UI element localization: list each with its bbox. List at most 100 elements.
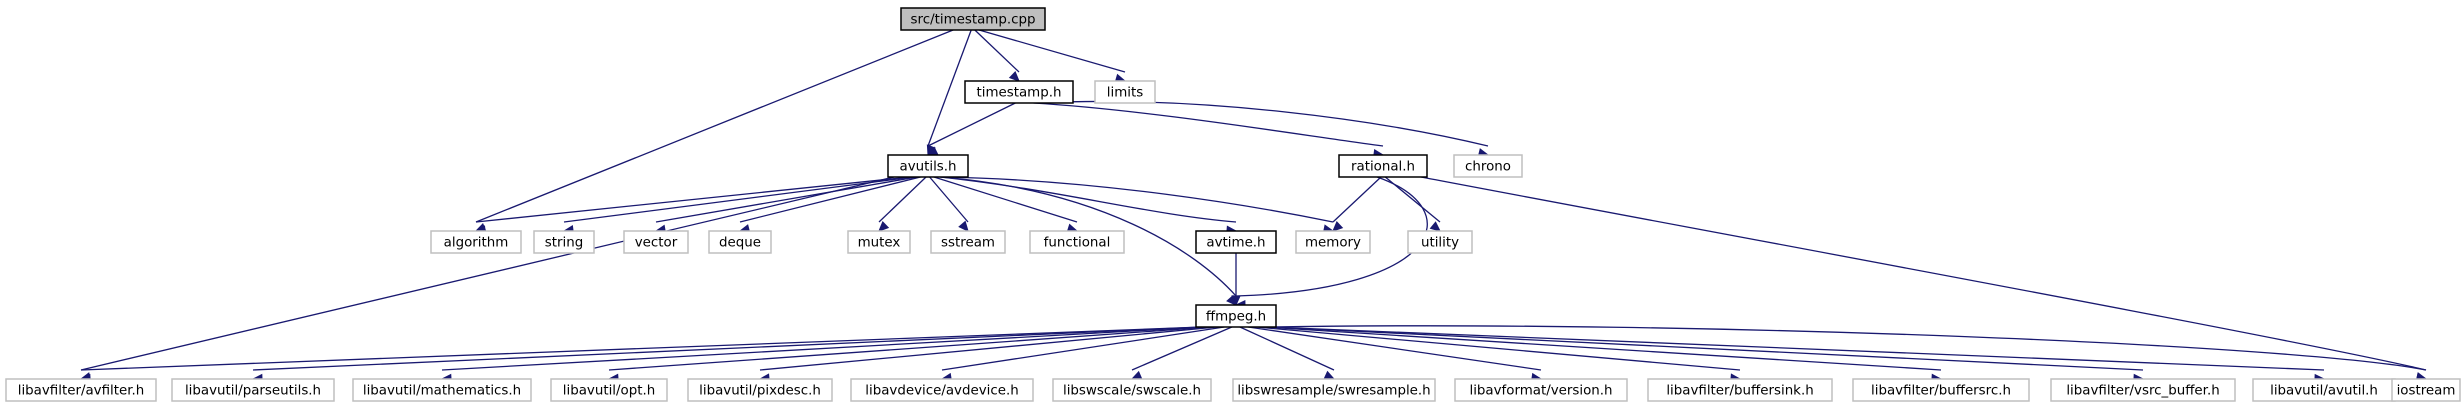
node-box bbox=[171, 378, 335, 402]
edge-ffmpeg-h-to-swresample-h bbox=[1239, 326, 1336, 380]
node-box bbox=[1852, 378, 2030, 402]
node-label: libavutil/opt.h bbox=[563, 384, 655, 399]
node-box bbox=[1647, 378, 1833, 402]
edge-avutils-h-to-mutex bbox=[878, 176, 927, 232]
node-label: rational.h bbox=[1351, 160, 1415, 175]
node-swresample-h: libswresample/swresample.h bbox=[1232, 378, 1436, 402]
node-label: libswresample/swresample.h bbox=[1237, 384, 1430, 399]
node-parseutils-h: libavutil/parseutils.h bbox=[171, 378, 335, 402]
node-limits: limits bbox=[1094, 80, 1156, 104]
node-box bbox=[352, 378, 532, 402]
node-label: libavutil/avutil.h bbox=[2270, 384, 2378, 399]
node-box bbox=[1295, 230, 1371, 254]
node-mutex: mutex bbox=[847, 230, 911, 254]
node-functional: functional bbox=[1029, 230, 1125, 254]
edge-timestamp-cpp-to-algorithm bbox=[474, 29, 954, 232]
node-box bbox=[900, 7, 1046, 31]
node-label: ffmpeg.h bbox=[1206, 310, 1266, 325]
node-label: libswscale/swscale.h bbox=[1063, 384, 1201, 399]
node-vsrc-buffer-h: libavfilter/vsrc_buffer.h bbox=[2050, 378, 2236, 402]
node-label: libavdevice/avdevice.h bbox=[865, 384, 1018, 399]
node-box bbox=[623, 230, 689, 254]
node-label: limits bbox=[1107, 86, 1143, 101]
node-avutil-h: libavutil/avutil.h bbox=[2252, 378, 2396, 402]
nodes-layer: src/timestamp.cpp timestamp.h limits avutil… bbox=[5, 7, 2461, 402]
node-vector: vector bbox=[623, 230, 689, 254]
edge-rational-h-to-memory bbox=[1332, 176, 1382, 232]
node-label: libavfilter/vsrc_buffer.h bbox=[2066, 384, 2219, 399]
node-label: vector bbox=[635, 236, 678, 251]
node-avutils-h[interactable]: avutils.h bbox=[887, 154, 969, 178]
node-box bbox=[1029, 230, 1125, 254]
edge-avtime-h-to-ffmpeg-h bbox=[1231, 253, 1241, 307]
node-box bbox=[850, 378, 1034, 402]
edge-rational-h-to-utility bbox=[1384, 176, 1441, 232]
node-label: libavfilter/avfilter.h bbox=[18, 384, 145, 399]
node-ffmpeg-h[interactable]: ffmpeg.h bbox=[1195, 304, 1277, 328]
node-label: libavutil/parseutils.h bbox=[185, 384, 321, 399]
node-label: deque bbox=[719, 236, 761, 251]
node-box bbox=[887, 154, 969, 178]
node-box bbox=[930, 230, 1006, 254]
node-swscale-h: libswscale/swscale.h bbox=[1052, 378, 1212, 402]
node-buffersink-h: libavfilter/buffersink.h bbox=[1647, 378, 1833, 402]
node-rational-h[interactable]: rational.h bbox=[1338, 154, 1428, 178]
node-box bbox=[1232, 378, 1436, 402]
node-iostream: iostream bbox=[2391, 378, 2461, 402]
node-box bbox=[964, 80, 1074, 104]
node-label: functional bbox=[1044, 236, 1111, 251]
node-label: src/timestamp.cpp bbox=[911, 13, 1036, 28]
edge-timestamp-cpp-to-limits bbox=[978, 29, 1127, 83]
node-opt-h: libavutil/opt.h bbox=[550, 378, 668, 402]
edge-timestamp-cpp-to-timestamp-h bbox=[974, 29, 1020, 82]
node-label: memory bbox=[1305, 236, 1361, 251]
node-box bbox=[847, 230, 911, 254]
node-string: string bbox=[533, 230, 595, 254]
node-avtime-h[interactable]: avtime.h bbox=[1195, 230, 1277, 254]
node-chrono: chrono bbox=[1453, 154, 1523, 178]
node-utility: utility bbox=[1407, 230, 1473, 254]
node-box bbox=[550, 378, 668, 402]
node-timestamp-h[interactable]: timestamp.h bbox=[964, 80, 1074, 104]
node-label: avtime.h bbox=[1206, 236, 1265, 251]
node-box bbox=[1195, 230, 1277, 254]
node-box bbox=[1338, 154, 1428, 178]
edges-layer bbox=[79, 29, 2428, 384]
node-algorithm: algorithm bbox=[430, 230, 522, 254]
node-label: string bbox=[545, 236, 583, 251]
node-box bbox=[1195, 304, 1277, 328]
edge-avutils-h-to-sstream bbox=[929, 176, 969, 232]
edge-ffmpeg-h-to-avfilter-h bbox=[79, 326, 1203, 384]
node-label: chrono bbox=[1465, 160, 1511, 175]
node-buffersrc-h: libavfilter/buffersrc.h bbox=[1852, 378, 2030, 402]
node-timestamp-cpp[interactable]: src/timestamp.cpp bbox=[900, 7, 1046, 31]
node-box bbox=[708, 230, 772, 254]
edge-timestamp-h-to-rational-h bbox=[1033, 102, 1385, 159]
node-label: algorithm bbox=[444, 236, 509, 251]
node-label: libavfilter/buffersrc.h bbox=[1871, 384, 2011, 399]
node-version-h: libavformat/version.h bbox=[1454, 378, 1628, 402]
node-label: libavutil/pixdesc.h bbox=[699, 384, 821, 399]
node-label: timestamp.h bbox=[977, 86, 1062, 101]
node-box bbox=[430, 230, 522, 254]
edge-avutils-h-to-functional bbox=[933, 176, 1079, 233]
node-box bbox=[687, 378, 833, 402]
node-mathematics-h: libavutil/mathematics.h bbox=[352, 378, 532, 402]
node-label: libavutil/mathematics.h bbox=[363, 384, 521, 399]
node-memory: memory bbox=[1295, 230, 1371, 254]
node-label: libavformat/version.h bbox=[1469, 384, 1612, 399]
node-box bbox=[1407, 230, 1473, 254]
node-deque: deque bbox=[708, 230, 772, 254]
node-label: libavfilter/buffersink.h bbox=[1666, 384, 1813, 399]
node-avdevice-h: libavdevice/avdevice.h bbox=[850, 378, 1034, 402]
node-box bbox=[1453, 154, 1523, 178]
edge-ffmpeg-h-to-swscale-h bbox=[1130, 326, 1233, 380]
node-box bbox=[1454, 378, 1628, 402]
edge-avutils-h-to-avfilter-h bbox=[79, 176, 895, 382]
node-box bbox=[2050, 378, 2236, 402]
node-label: utility bbox=[1421, 236, 1459, 251]
node-label: mutex bbox=[858, 236, 901, 251]
edge-rational-h-to-iostream bbox=[1420, 176, 2428, 382]
node-box bbox=[1094, 80, 1156, 104]
node-pixdesc-h: libavutil/pixdesc.h bbox=[687, 378, 833, 402]
